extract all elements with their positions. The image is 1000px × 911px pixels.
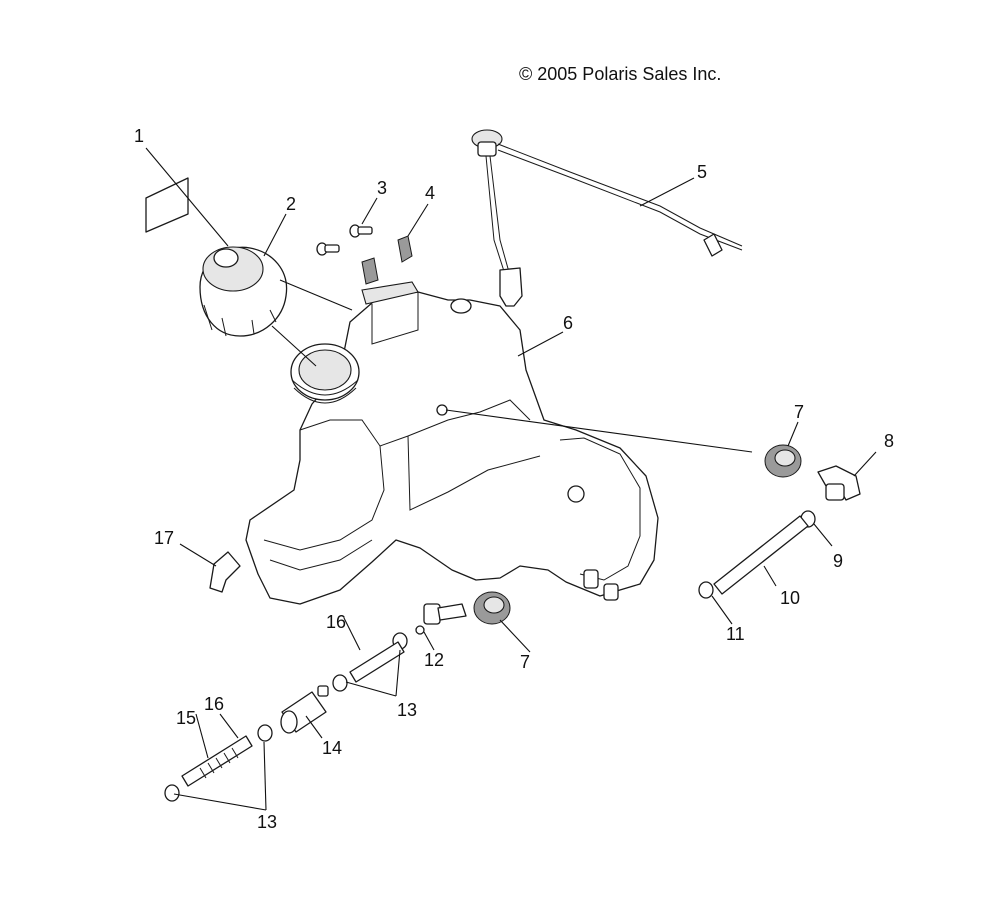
part-bolt [316,224,373,256]
callout-15: 15 [176,708,196,728]
callout-16-lower: 16 [204,694,224,714]
callout-9: 9 [833,551,843,571]
callout-7-top: 7 [794,402,804,422]
callout-16-upper: 16 [326,612,346,632]
copyright-notice: © 2005 Polaris Sales Inc. [519,64,722,84]
callout-labels: 1 2 3 4 5 6 7 8 9 10 11 12 7 13 14 15 16… [134,126,894,832]
part-clip-nut [361,235,413,285]
leader-lines [145,147,877,811]
callout-3: 3 [377,178,387,198]
callout-10: 10 [780,588,800,608]
part-fuel-hose [713,515,809,595]
callout-14: 14 [322,738,342,758]
part-bracket [209,551,241,593]
callout-17: 17 [154,528,174,548]
part-elbow-fitting [817,465,861,501]
callout-4: 4 [425,183,435,203]
callout-13-upper: 13 [397,700,417,720]
callout-13-lower: 13 [257,812,277,832]
callout-1: 1 [134,126,144,146]
callout-8: 8 [884,431,894,451]
part-fuel-sender [471,129,743,307]
part-fuel-cap [199,246,288,337]
part-fuel-valve [415,603,467,635]
part-decal [145,177,189,233]
callout-12: 12 [424,650,444,670]
callout-7-bottom: 7 [520,652,530,672]
callout-5: 5 [697,162,707,182]
part-grommet [473,444,802,625]
part-hose-section [181,641,405,787]
part-fuel-tank [245,281,659,605]
callout-6: 6 [563,313,573,333]
callout-2: 2 [286,194,296,214]
part-fuel-filter [280,685,329,734]
callout-11: 11 [726,624,745,644]
